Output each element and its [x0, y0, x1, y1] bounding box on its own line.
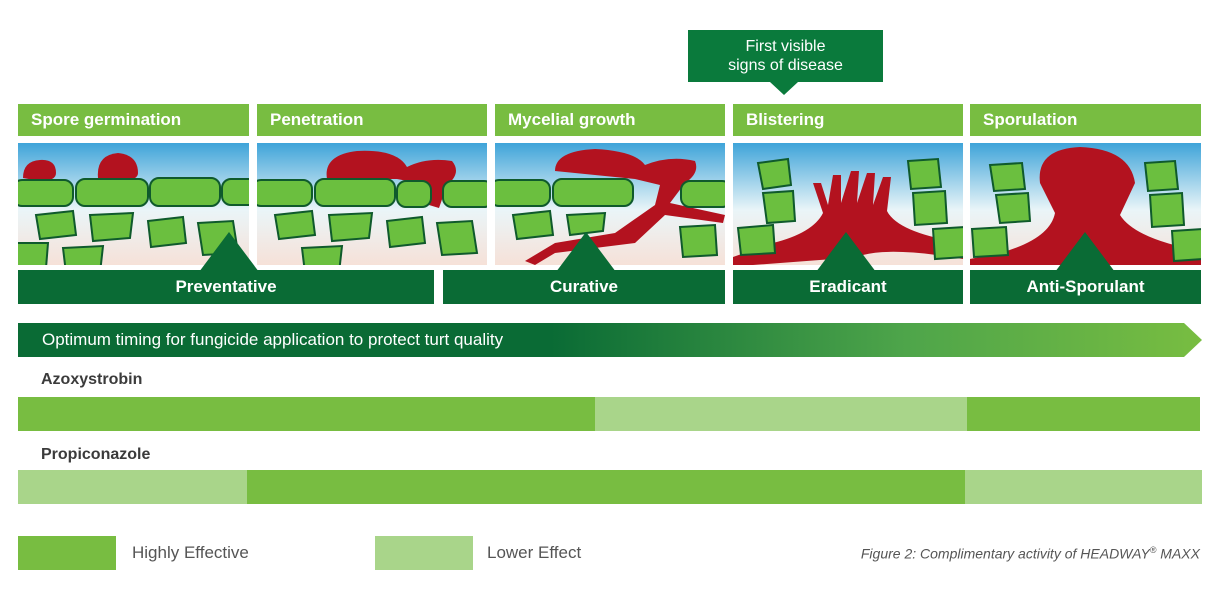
product-label-azoxystrobin: Azoxystrobin: [41, 371, 143, 388]
stage-header-blistering: Blistering: [733, 104, 963, 136]
stage-label: Mycelial growth: [508, 110, 636, 129]
propiconazole-segment-highly-effective: [247, 470, 965, 504]
stage-label: Penetration: [270, 110, 364, 129]
callout-arrow: [770, 82, 798, 95]
action-curative: Curative: [443, 270, 725, 304]
stage-header-sporulation: Sporulation: [970, 104, 1201, 136]
caption-suffix: MAXX: [1156, 545, 1200, 562]
illustration-penetration: [257, 143, 487, 265]
eradicant-pointer: [816, 232, 876, 272]
anti-sporulant-pointer: [1055, 232, 1115, 272]
azoxystrobin-segment-lower-effect: [595, 397, 967, 431]
product-label-propiconazole: Propiconazole: [41, 446, 151, 463]
registered-mark: ®: [1149, 545, 1157, 555]
action-preventative: Preventative: [18, 270, 434, 304]
action-label: Preventative: [175, 277, 277, 296]
propiconazole-segment-lower-effect: [18, 470, 247, 504]
illustration-blistering: [733, 143, 963, 265]
first-signs-callout: First visible signs of disease: [688, 30, 883, 82]
legend-swatch-highly-effective: [18, 536, 116, 570]
stage-label: Spore germination: [31, 110, 182, 129]
legend-swatch-lower-effect: [375, 536, 473, 570]
propiconazole-segment-lower-effect: [965, 470, 1202, 504]
azoxystrobin-segment-highly-effective: [18, 397, 595, 431]
caption-text: Figure 2: Complimentary activity of HEAD…: [860, 545, 1150, 562]
stage-header-penetration: Penetration: [257, 104, 487, 136]
action-label: Eradicant: [809, 277, 887, 296]
action-label: Anti-Sporulant: [1026, 277, 1145, 296]
legend-label-lower-effect: Lower Effect: [487, 543, 582, 562]
stage-header-spore-germination: Spore germination: [18, 104, 249, 136]
action-label: Curative: [549, 277, 619, 296]
azoxystrobin-segment-highly-effective: [967, 397, 1200, 431]
timing-arrow: [18, 323, 1202, 357]
timing-label: Optimum timing for fungicide application…: [42, 330, 504, 349]
action-eradicant: Eradicant: [733, 270, 963, 304]
action-anti-sporulant: Anti-Sporulant: [970, 270, 1201, 304]
illustration-spore-germination: [18, 143, 249, 265]
curative-pointer: [556, 232, 616, 272]
callout-line-2: signs of disease: [728, 57, 843, 74]
stage-label: Blistering: [746, 110, 825, 129]
stage-header-mycelial-growth: Mycelial growth: [495, 104, 725, 136]
callout-line-1: First visible: [745, 38, 826, 55]
legend-label-highly-effective: Highly Effective: [132, 543, 249, 562]
preventative-pointer: [199, 232, 259, 272]
figure-caption: Figure 2: Complimentary activity of HEAD…: [861, 545, 1200, 562]
stage-label: Sporulation: [983, 110, 1078, 129]
